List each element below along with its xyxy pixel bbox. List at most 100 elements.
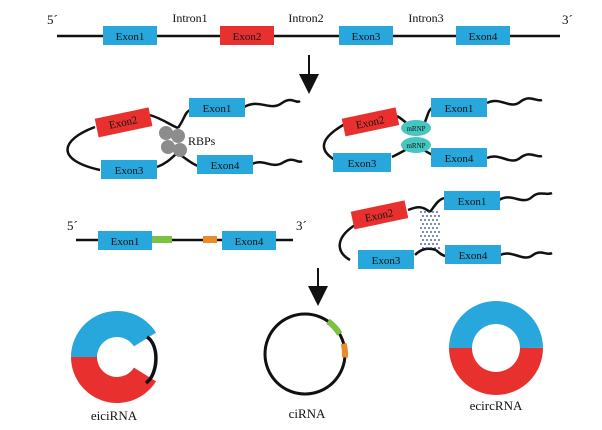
three-prime-label: 3´ bbox=[562, 12, 573, 27]
pairing-exon1-box bbox=[444, 191, 500, 210]
pairing-tail-lower bbox=[499, 251, 553, 259]
eicirna-blue-arc bbox=[71, 311, 157, 357]
pairing-dot bbox=[430, 223, 432, 225]
pairing-dot bbox=[428, 243, 430, 245]
rbp-intron-line-upper-left bbox=[149, 113, 179, 130]
pairing-dot bbox=[438, 223, 440, 225]
mrnp-panel: Exon2 Exon1 Exon3 Exon4 mRNP mRNP bbox=[322, 97, 543, 172]
mrnp-label-2: mRNP bbox=[406, 142, 425, 150]
rbp-exon1-label: Exon1 bbox=[203, 103, 232, 115]
mrnp-label-1: mRNP bbox=[406, 125, 425, 133]
pairing-dot bbox=[436, 243, 438, 245]
pairing-dot bbox=[436, 235, 438, 237]
mrnp-complex-1 bbox=[401, 120, 431, 136]
pairing-dot bbox=[430, 247, 432, 249]
pairing-dot bbox=[430, 215, 432, 217]
linear-orange-segment bbox=[203, 236, 217, 243]
pairing-exon2-label: Exon2 bbox=[364, 207, 395, 225]
linear-five-prime-label: 5´ bbox=[67, 218, 78, 233]
rbp-protein-4 bbox=[173, 143, 187, 157]
rbp-exon1-box bbox=[189, 98, 245, 117]
pairing-dot bbox=[426, 223, 428, 225]
intron1-label: Intron1 bbox=[172, 11, 207, 25]
pairing-exon3-box bbox=[358, 250, 414, 269]
mrnp-lariat-curve bbox=[322, 122, 346, 162]
mrnp-tail-lower bbox=[486, 153, 543, 162]
pairing-exon1-label: Exon1 bbox=[458, 196, 487, 208]
eicirna-product: eiciRNA bbox=[71, 311, 158, 423]
pairing-dot bbox=[420, 235, 422, 237]
pairing-dot bbox=[424, 227, 426, 229]
rbp-label: RBPs bbox=[188, 134, 216, 148]
pairing-dot bbox=[438, 239, 440, 241]
pairing-dot bbox=[420, 243, 422, 245]
pairing-dot bbox=[432, 219, 434, 221]
rbp-exon3-box bbox=[101, 160, 157, 179]
rbp-panel: Exon2 Exon1 Exon3 Exon4 RBPs bbox=[66, 98, 303, 179]
mrnp-exon3-box bbox=[333, 153, 391, 172]
pairing-dot bbox=[424, 235, 426, 237]
ecircrna-product: ecircRNA bbox=[449, 300, 543, 413]
pairing-intron-line-lower-left bbox=[414, 247, 437, 256]
pairing-dot bbox=[424, 243, 426, 245]
exon2-box bbox=[220, 26, 274, 45]
mrnp-exon4-box bbox=[431, 148, 487, 167]
linear-green-segment bbox=[152, 236, 172, 243]
cirna-green-segment bbox=[326, 318, 343, 336]
pairing-dot bbox=[432, 243, 434, 245]
pairing-dot bbox=[422, 223, 424, 225]
pairing-exon4-box bbox=[445, 245, 501, 264]
rbp-protein-1 bbox=[159, 126, 173, 140]
rbp-exon4-label: Exon4 bbox=[211, 160, 240, 172]
exon3-box bbox=[339, 26, 393, 45]
pairing-dot bbox=[434, 215, 436, 217]
pairing-dot bbox=[434, 231, 436, 233]
pairing-dot bbox=[422, 247, 424, 249]
linear-exon1-box bbox=[98, 231, 152, 250]
pairing-dot bbox=[420, 227, 422, 229]
mrnp-tail-upper bbox=[486, 97, 543, 106]
mrnp-exon1-label: Exon1 bbox=[445, 103, 474, 115]
mrnp-complex-2 bbox=[401, 137, 431, 153]
pairing-dot bbox=[436, 219, 438, 221]
rbp-intron-line-upper-right bbox=[176, 108, 191, 129]
rbp-lariat-curve bbox=[66, 125, 101, 172]
pairing-dot bbox=[420, 211, 422, 213]
rbp-exon2-box bbox=[94, 107, 153, 138]
ecircrna-label: ecircRNA bbox=[470, 398, 523, 413]
exon1-box bbox=[103, 26, 157, 45]
pairing-dot bbox=[422, 215, 424, 217]
intron3-label: Intron3 bbox=[408, 11, 443, 25]
pairing-panel: Exon2 Exon1 Exon3 Exon4 bbox=[338, 191, 553, 269]
five-prime-label: 5´ bbox=[47, 12, 58, 27]
pairing-dot bbox=[430, 239, 432, 241]
pairing-dot bbox=[424, 219, 426, 221]
pairing-dot bbox=[438, 231, 440, 233]
pairing-dot bbox=[428, 211, 430, 213]
pairing-dot bbox=[428, 219, 430, 221]
eicirna-retained-intron bbox=[144, 335, 158, 385]
rbp-protein-2 bbox=[171, 129, 185, 143]
ecircrna-blue-arc bbox=[449, 300, 543, 348]
pairing-exon3-label: Exon3 bbox=[372, 255, 401, 267]
pairing-intron-line-upper-right bbox=[428, 196, 445, 213]
pairing-dot bbox=[432, 235, 434, 237]
mrnp-exon1-box bbox=[431, 98, 487, 117]
pairing-tail-upper bbox=[498, 191, 553, 202]
linear-panel: 5´ 3´ Exon1 Exon4 bbox=[67, 218, 307, 250]
linear-three-prime-label: 3´ bbox=[296, 218, 307, 233]
mrnp-intron-line-upper-right bbox=[422, 106, 433, 125]
pairing-dot bbox=[420, 219, 422, 221]
rbp-exon4-box bbox=[197, 155, 253, 174]
rbp-exon3-label: Exon3 bbox=[115, 165, 144, 177]
mrnp-exon2-label: Exon2 bbox=[355, 114, 386, 132]
pairing-exon2-box bbox=[350, 200, 409, 230]
exon4-box bbox=[456, 26, 510, 45]
linear-exon1-label: Exon1 bbox=[111, 236, 140, 248]
top-gene: 5´ 3´ Exon1 Exon2 Exon3 Exon4 Intron1 In… bbox=[47, 11, 573, 45]
pairing-intron-line-lower-right bbox=[435, 249, 447, 258]
linear-exon4-box bbox=[222, 231, 276, 250]
pairing-dot bbox=[426, 231, 428, 233]
